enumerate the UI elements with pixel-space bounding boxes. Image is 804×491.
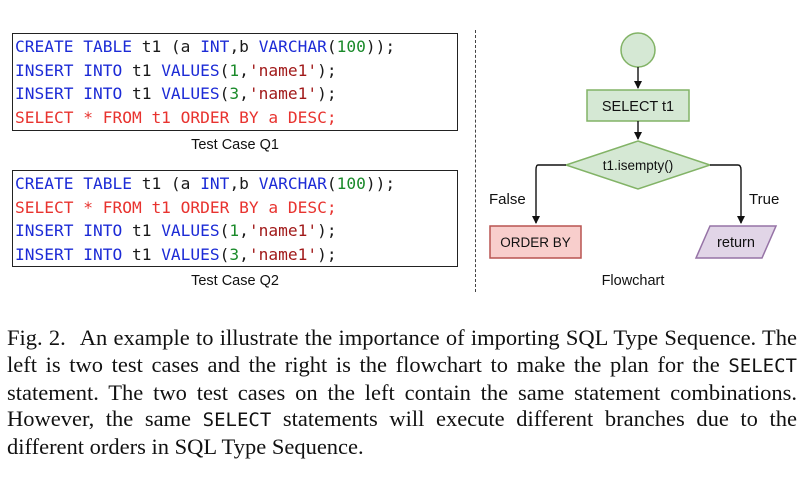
select-node-label: SELECT t1 <box>602 99 674 115</box>
true-label: True <box>749 191 779 208</box>
code-token: SELECT * FROM t1 ORDER BY a DESC; <box>15 107 337 127</box>
code-token: 'name1' <box>248 221 318 241</box>
code-token: t1 (a <box>131 37 201 56</box>
code-token: INT <box>200 174 230 193</box>
code-token: 'name1' <box>248 60 318 80</box>
code-line: INSERT INTO t1 VALUES(3,'name1'); <box>15 243 457 266</box>
code-token: 100 <box>336 174 366 193</box>
code-token: ,b <box>229 37 259 56</box>
code-token: 'name1' <box>248 84 318 104</box>
order-by-node <box>489 225 582 259</box>
code-token: )); <box>365 174 396 193</box>
arrow-false-branch <box>532 164 566 224</box>
code-token: CREATE TABLE <box>15 174 132 193</box>
code-token: INSERT INTO <box>15 84 123 104</box>
code-token: 1 <box>229 221 240 241</box>
caption-text: An example to illustrate the importance … <box>7 325 798 377</box>
code-token: ); <box>317 60 337 80</box>
code-token: VALUES <box>161 60 220 80</box>
code-line: SELECT * FROM t1 ORDER BY a DESC; <box>15 106 457 130</box>
code-token: t1 (a <box>131 174 201 193</box>
arrow-true-branch <box>710 164 745 224</box>
code-token: 3 <box>229 84 240 104</box>
test-case-q2-code-box: CREATE TABLE t1 (a INT,b VARCHAR(100));S… <box>12 170 458 267</box>
code-token: ,b <box>229 174 259 193</box>
order-by-node-label: ORDER BY <box>500 235 571 250</box>
code-token: INSERT INTO <box>15 244 123 264</box>
figure-label: Fig. 2. <box>7 325 66 350</box>
code-token: 'name1' <box>248 244 318 264</box>
code-line: INSERT INTO t1 VALUES(1,'name1'); <box>15 59 457 83</box>
flowchart: SELECT t1 t1.isempty() False True ORDER … <box>489 32 779 289</box>
code-token: ( <box>219 221 230 241</box>
code-token: ( <box>326 37 337 56</box>
code-token: ( <box>219 84 230 104</box>
code-token: ); <box>317 221 337 241</box>
caption-text: statement. The two test cases on the lef… <box>7 379 797 432</box>
return-node-label: return <box>717 235 755 251</box>
code-token: t1 <box>122 244 162 264</box>
code-token: INT <box>200 37 230 56</box>
start-node <box>620 32 656 68</box>
code-token: VALUES <box>161 84 220 104</box>
code-token: ); <box>317 84 337 104</box>
code-token: SELECT * FROM t1 ORDER BY a DESC; <box>15 197 337 217</box>
false-label: False <box>489 191 526 208</box>
code-line: CREATE TABLE t1 (a INT,b VARCHAR(100)); <box>15 35 457 59</box>
code-token: 100 <box>336 37 366 56</box>
code-token: INSERT INTO <box>15 60 123 80</box>
code-token: VARCHAR <box>258 37 327 56</box>
code-token: 1 <box>229 60 240 80</box>
decision-node <box>563 140 713 190</box>
test-case-q1-caption: Test Case Q1 <box>191 137 279 153</box>
code-token: , <box>239 244 249 264</box>
code-token: INSERT INTO <box>15 221 123 241</box>
code-token: , <box>239 221 249 241</box>
vertical-divider <box>475 30 476 292</box>
caption-code-term: SELECT <box>202 409 272 432</box>
code-token: ( <box>326 174 337 193</box>
code-line: SELECT * FROM t1 ORDER BY a DESC; <box>15 196 457 220</box>
code-token: 3 <box>229 244 240 264</box>
caption-text: statements will execute different branch… <box>7 406 797 460</box>
caption-code-term: SELECT <box>728 354 797 377</box>
code-token: VARCHAR <box>258 174 327 193</box>
code-token: ( <box>219 244 230 264</box>
decision-node-label: t1.isempty() <box>603 158 674 173</box>
code-token: , <box>239 84 249 104</box>
code-token: VALUES <box>161 221 220 241</box>
code-line: INSERT INTO t1 VALUES(3,'name1'); <box>15 82 457 106</box>
test-case-q1-code-box: CREATE TABLE t1 (a INT,b VARCHAR(100));I… <box>12 33 458 131</box>
figure-caption-body: An example to illustrate the importance … <box>7 325 797 459</box>
figure-caption: Fig. 2.An example to illustrate the impo… <box>7 325 797 461</box>
code-token: t1 <box>122 84 162 104</box>
code-line: CREATE TABLE t1 (a INT,b VARCHAR(100)); <box>15 172 457 196</box>
code-token: t1 <box>122 221 162 241</box>
code-token: ( <box>219 60 230 80</box>
code-token: t1 <box>122 60 162 80</box>
code-token: VALUES <box>161 244 220 264</box>
code-token: CREATE TABLE <box>15 37 132 56</box>
test-case-q2-caption: Test Case Q2 <box>191 273 279 289</box>
code-token: )); <box>365 37 396 56</box>
code-line: INSERT INTO t1 VALUES(1,'name1'); <box>15 219 457 243</box>
flowchart-caption: Flowchart <box>602 273 665 289</box>
code-token: ); <box>317 244 337 264</box>
code-token: , <box>239 60 249 80</box>
return-node <box>694 225 778 259</box>
